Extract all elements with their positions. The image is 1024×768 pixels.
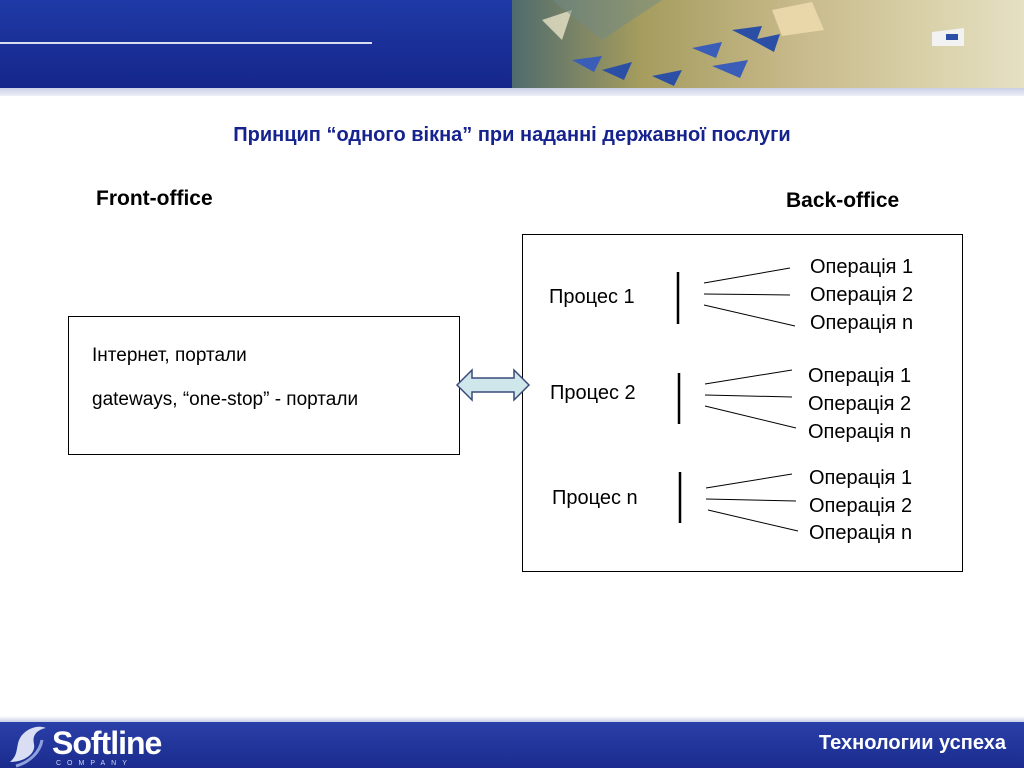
header-stripe bbox=[0, 88, 1024, 96]
process-1-line-op2 bbox=[703, 293, 791, 296]
process-n-operation-n: Операція n bbox=[809, 522, 913, 544]
process-1-operation-n: Операція n bbox=[810, 312, 914, 334]
process-1-operation-2: Операція 2 bbox=[810, 284, 914, 306]
logo-subtext: COMPANY bbox=[56, 760, 133, 767]
process-1-operation-1: Операція 1 bbox=[810, 256, 914, 278]
front-office-line-internet: Інтернет, портали bbox=[92, 345, 247, 366]
header-banner bbox=[0, 0, 1024, 88]
footer-banner: Softline COMPANY Технологии успеха bbox=[0, 722, 1024, 768]
process-n-operation-1: Операція 1 bbox=[809, 467, 913, 489]
process-n-line-opn bbox=[707, 509, 799, 532]
process-1-label: Процес 1 bbox=[549, 286, 635, 308]
process-2-operation-n: Операція n bbox=[808, 421, 912, 443]
process-2-line-opn bbox=[704, 405, 797, 429]
softline-logo: Softline COMPANY bbox=[0, 722, 186, 768]
front-office-box: Інтернет, портали gateways, “one-stop” -… bbox=[68, 316, 460, 455]
process-1-line-op1 bbox=[703, 267, 791, 284]
process-1-line-opn bbox=[703, 304, 796, 327]
ballot-photo-icon bbox=[542, 0, 964, 86]
footer-slogan: Технологии успеха bbox=[818, 732, 1006, 754]
header-photo bbox=[512, 0, 1024, 88]
process-n-line-op1 bbox=[705, 473, 793, 489]
front-office-line-gateways: gateways, “one-stop” - портали bbox=[92, 389, 359, 410]
logo-text: Softline bbox=[52, 725, 162, 761]
back-office-label: Back-office bbox=[786, 189, 900, 212]
footer-stripe bbox=[0, 716, 1024, 722]
double-arrow-icon bbox=[455, 368, 531, 402]
back-office-box bbox=[522, 234, 963, 572]
front-office-label: Front-office bbox=[96, 187, 213, 210]
process-2-label: Процес 2 bbox=[550, 382, 636, 404]
slide-title: Принцип “одного вікна” при наданні держа… bbox=[233, 124, 791, 146]
softline-swoosh-icon bbox=[10, 726, 46, 768]
process-2-line-op1 bbox=[704, 369, 793, 385]
process-2-operation-1: Операція 1 bbox=[808, 365, 912, 387]
process-n-line-op2 bbox=[705, 498, 797, 502]
process-2-operation-2: Операція 2 bbox=[808, 393, 912, 415]
header-rule bbox=[0, 42, 372, 44]
process-n-operation-2: Операція 2 bbox=[809, 495, 913, 517]
process-2-line-op2 bbox=[704, 394, 793, 398]
process-n-label: Процес n bbox=[552, 487, 638, 509]
